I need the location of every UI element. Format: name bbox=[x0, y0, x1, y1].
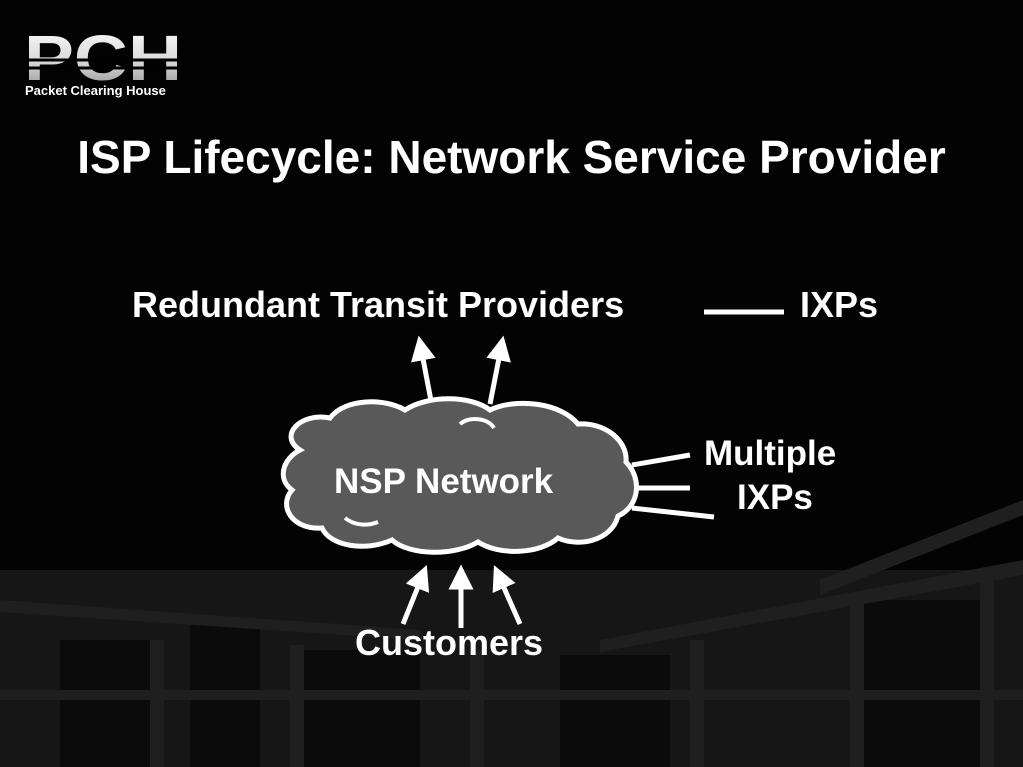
customer-arrow-right bbox=[492, 565, 523, 626]
slide-title: ISP Lifecycle: Network Service Provider bbox=[77, 131, 946, 183]
ixps-label: IXPs bbox=[800, 284, 879, 325]
pch-logo-mark: PCH bbox=[24, 28, 184, 84]
multiple-ixps-label-line2: IXPs bbox=[737, 478, 813, 517]
cloud-inner-curve-bottom bbox=[343, 516, 379, 527]
multiple-ixps-label-line1: Multiple bbox=[704, 434, 837, 473]
logo-caption: Packet Clearing House bbox=[25, 83, 166, 98]
nsp-network-label: NSP Network bbox=[334, 462, 554, 501]
nsp-cloud bbox=[280, 396, 639, 555]
svg-text:PCH: PCH bbox=[24, 28, 182, 84]
ixp-line-3 bbox=[631, 505, 715, 520]
pch-logo: PCH Packet Clearing House bbox=[24, 28, 184, 102]
upstream-arrow-left bbox=[410, 335, 436, 407]
upstream-arrow-right bbox=[486, 335, 511, 405]
ixp-line-1 bbox=[631, 452, 691, 468]
customers-label: Customers bbox=[355, 622, 544, 663]
customer-arrow-left bbox=[400, 565, 430, 625]
cloud-inner-curve-top bbox=[458, 417, 496, 430]
transit-providers-label: Redundant Transit Providers bbox=[132, 284, 625, 325]
